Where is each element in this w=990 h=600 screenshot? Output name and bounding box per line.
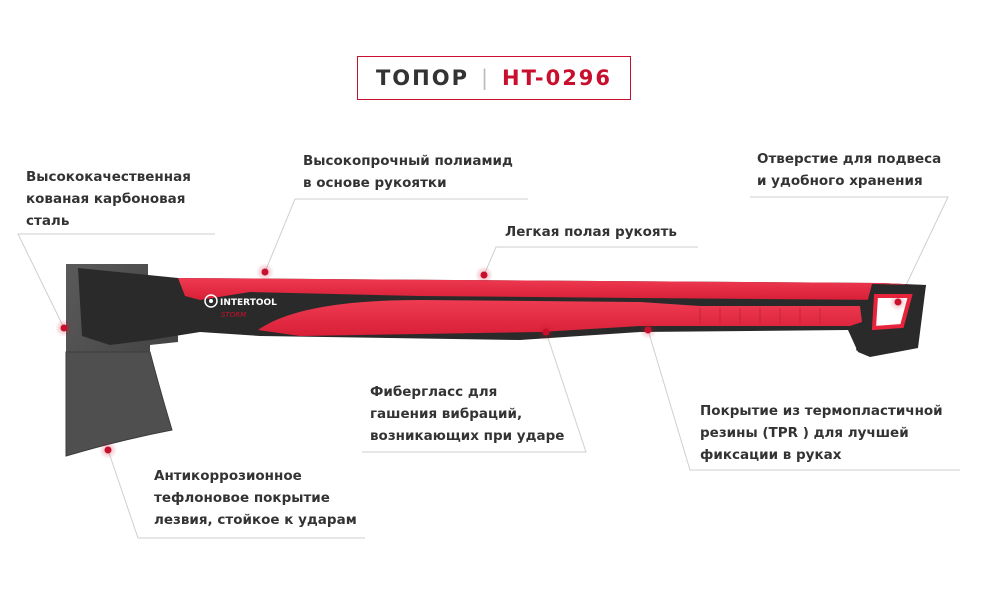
handle-red-grip (258, 300, 862, 336)
dot-steel (55, 319, 73, 337)
leader-hollow (483, 246, 698, 276)
brand-logo-icon (204, 294, 218, 308)
title-box: ТОПОР | HT-0296 (357, 56, 631, 100)
leader-polyamide (264, 198, 528, 273)
grip-ribs (699, 308, 821, 324)
feature-tpr: Покрытие из термопластичной резины (TPR … (700, 403, 943, 463)
dot-tpr (639, 321, 657, 339)
dot-coating (99, 441, 117, 459)
title-name: ТОПОР (375, 66, 469, 90)
feature-hollow: Легкая полая рукоять (505, 224, 677, 240)
feature-hole: Отверстие для подвеса и удобного хранени… (757, 151, 942, 189)
leader-coating (107, 449, 365, 539)
handle-red-top (178, 278, 905, 300)
feature-fiberglass: Фибергласс для гашения вибраций, возника… (370, 384, 565, 444)
dot-hollow (475, 266, 493, 284)
feature-coating: Антикоррозионное тефлоновое покрытие лез… (154, 468, 357, 528)
brand-logo-text: INTERTOOL (220, 298, 277, 308)
axe-handle (78, 268, 926, 357)
leader-steel (17, 233, 215, 329)
dot-polyamide (256, 263, 274, 281)
leader-lines (17, 196, 960, 539)
feature-polyamide: Высокопрочный полиамид в основе рукоятки (303, 153, 513, 191)
leader-hole (750, 196, 949, 303)
title-model: HT-0296 (502, 66, 613, 90)
callout-dots (55, 263, 907, 459)
brand-sub-text: STORM (221, 311, 246, 319)
dot-hole (889, 293, 907, 311)
leader-tpr (647, 329, 960, 471)
title-separator: | (480, 66, 491, 90)
leader-fiberglass (362, 331, 587, 453)
brand-logo: INTERTOOL STORM (204, 294, 277, 319)
dot-fiberglass (537, 323, 555, 341)
blade-edge-highlight (65, 351, 173, 457)
feature-steel: Высококачественная кованая карбоновая ст… (26, 169, 191, 229)
